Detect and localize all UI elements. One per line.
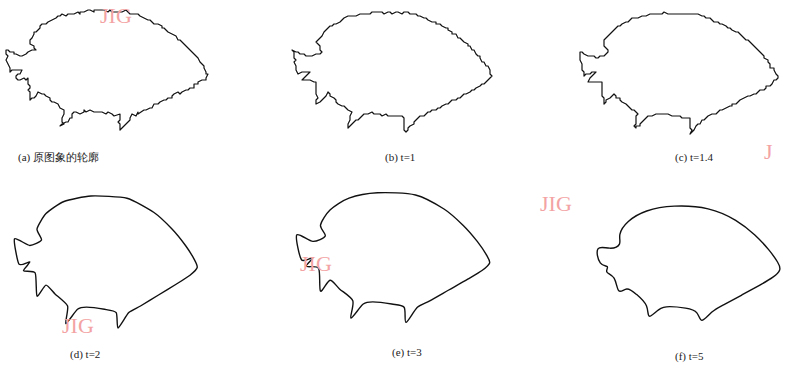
panel-caption: (e) t=3 [392, 346, 422, 358]
fish-contour [597, 206, 780, 320]
panel-caption: (b) t=1 [385, 151, 415, 163]
panel-caption: (d) t=2 [70, 348, 100, 360]
watermark: JIG [300, 252, 332, 276]
panel-caption: (a) 原图象的轮廓 [18, 151, 99, 163]
panel-caption: (f) t=5 [675, 350, 704, 362]
watermark: JIG [540, 192, 572, 216]
fish-contour [580, 12, 778, 134]
watermark: JIG [62, 314, 94, 338]
fish-contour [296, 193, 489, 323]
watermark: J [764, 140, 773, 164]
panel-caption: (c) t=1.4 [675, 151, 713, 163]
fish-contour [292, 12, 492, 132]
fish-contour [14, 196, 197, 328]
watermark: JIG [100, 4, 132, 28]
